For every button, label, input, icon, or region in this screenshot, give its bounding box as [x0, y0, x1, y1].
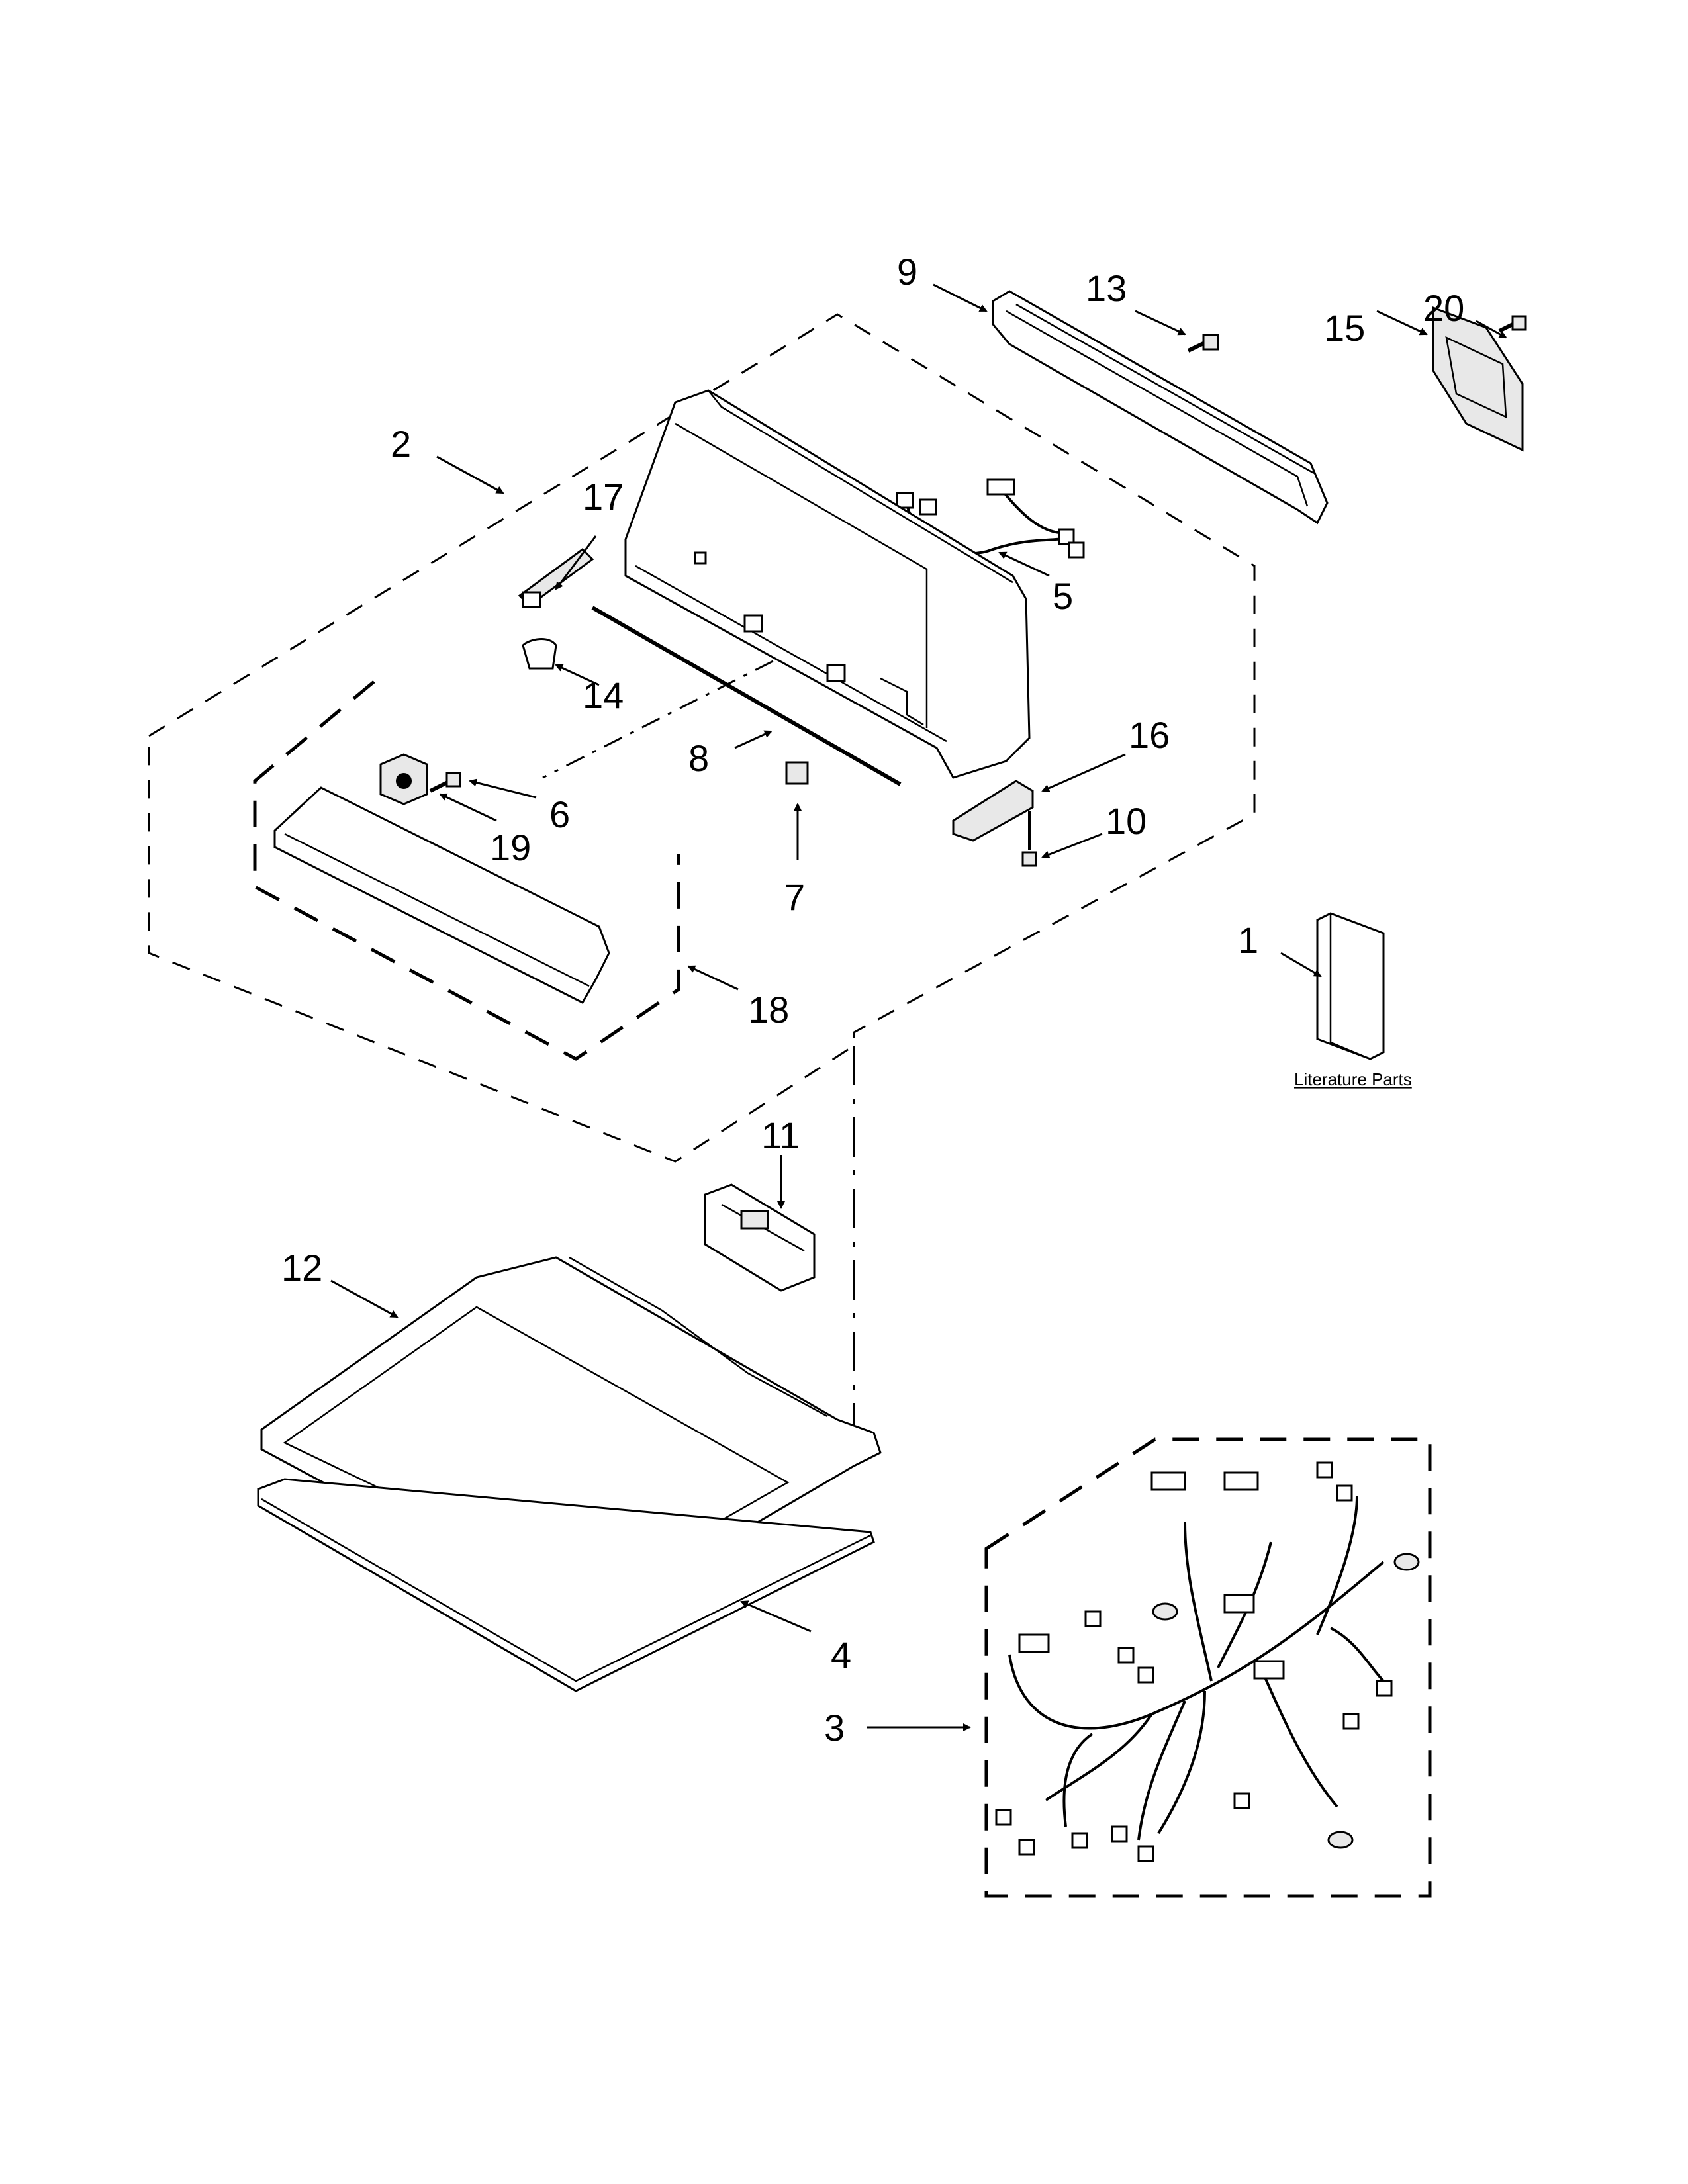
callout-6: 6: [549, 794, 570, 835]
strip-8-part: [591, 606, 902, 786]
callout-7: 7: [784, 876, 805, 918]
wire-harness-5-part: [896, 478, 1085, 559]
switch-7-part: [785, 761, 809, 785]
literature-parts-label: Literature Parts: [1294, 1069, 1412, 1089]
callout-1: 1: [1238, 919, 1258, 961]
screw-19-part: [429, 772, 461, 793]
bracket-17-part: [518, 548, 594, 608]
callout-8: 8: [688, 737, 709, 779]
control-board-11-part: [704, 1183, 816, 1292]
bracket-15-part: [1432, 306, 1524, 452]
leader-arrows: [330, 283, 1507, 1731]
control-panel-18-part: [273, 786, 610, 1004]
callout-15: 15: [1324, 307, 1365, 349]
knob-6-part: [379, 753, 428, 805]
screw-13-part: [1187, 334, 1219, 353]
callout-3: 3: [824, 1707, 845, 1749]
callout-17: 17: [583, 476, 624, 518]
screw-20-part: [1498, 315, 1527, 333]
clip-14-part: [522, 638, 557, 670]
literature-packet-1-part: [1316, 912, 1385, 1060]
screw-10-part: [1021, 811, 1037, 867]
callout-10: 10: [1105, 800, 1147, 842]
callout-2: 2: [391, 423, 411, 465]
console-bezel-part: [992, 290, 1329, 525]
callout-11: 11: [761, 1115, 800, 1156]
control-panel-group-boundary: [253, 680, 680, 1061]
callout-14: 14: [583, 674, 624, 716]
wire-harness-3-group-boundary: [984, 1437, 1432, 1898]
wire-harness-3-part: [995, 1461, 1420, 1862]
console-assembly-boundary: [148, 313, 1256, 1163]
callout-20: 20: [1423, 287, 1464, 329]
callout-12: 12: [281, 1247, 322, 1289]
knob-alignment-line: [542, 641, 812, 779]
console-body-part: [624, 389, 1031, 779]
callout-19: 19: [490, 827, 531, 868]
bracket-16-part: [952, 780, 1034, 842]
callout-5: 5: [1053, 575, 1073, 617]
callout-9: 9: [897, 251, 917, 293]
glass-panel-4-part: [257, 1478, 875, 1692]
callout-13: 13: [1086, 267, 1127, 309]
callout-16: 16: [1129, 714, 1170, 756]
callout-4: 4: [831, 1634, 851, 1676]
callout-18: 18: [748, 989, 789, 1030]
